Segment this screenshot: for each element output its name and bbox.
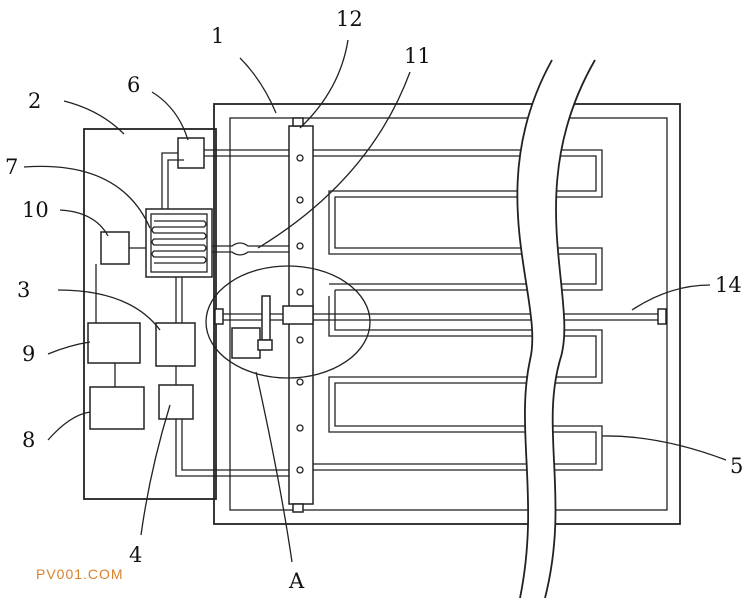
label-2: 2 [28, 89, 41, 113]
label-9: 9 [22, 342, 35, 366]
leader-9 [47, 341, 91, 355]
box-3 [155, 322, 196, 367]
leader-12 [299, 39, 349, 129]
detail-region-a [205, 265, 371, 379]
screw-rod [214, 305, 667, 325]
motor-assembly [231, 295, 273, 359]
watermark: PV001.COM [36, 566, 124, 582]
box-6 [177, 137, 205, 169]
box-10 [100, 231, 130, 265]
break-line [516, 59, 596, 598]
leader-6 [151, 91, 189, 141]
leader-2 [63, 100, 125, 135]
label-1: 1 [211, 24, 224, 48]
leader-7 [23, 165, 151, 229]
leader-3 [57, 289, 161, 331]
label-A: A [288, 569, 305, 593]
serpentine-channel [305, 149, 603, 471]
heat-exchanger-coil [145, 208, 213, 278]
label-6: 6 [127, 73, 140, 97]
label-10: 10 [22, 198, 49, 222]
leader-1 [239, 57, 277, 114]
label-3: 3 [17, 278, 30, 302]
leader-14 [631, 284, 711, 311]
label-5: 5 [730, 454, 743, 478]
leader-a [255, 371, 293, 563]
leader-10 [59, 209, 109, 237]
label-14: 14 [715, 273, 742, 297]
leader-4 [140, 404, 171, 536]
label-7: 7 [5, 155, 18, 179]
box-8 [89, 386, 145, 430]
leader-11 [257, 71, 411, 249]
outer-frame [213, 103, 681, 525]
piping [95, 149, 289, 477]
box-9 [87, 322, 141, 364]
box-4 [158, 384, 194, 420]
label-8: 8 [22, 428, 35, 452]
leader-8 [47, 411, 91, 441]
label-12: 12 [336, 7, 363, 31]
control-plate [83, 128, 217, 500]
leader-lines [23, 39, 727, 563]
label-11: 11 [404, 44, 431, 68]
leader-5 [601, 435, 727, 461]
label-4: 4 [129, 543, 142, 567]
